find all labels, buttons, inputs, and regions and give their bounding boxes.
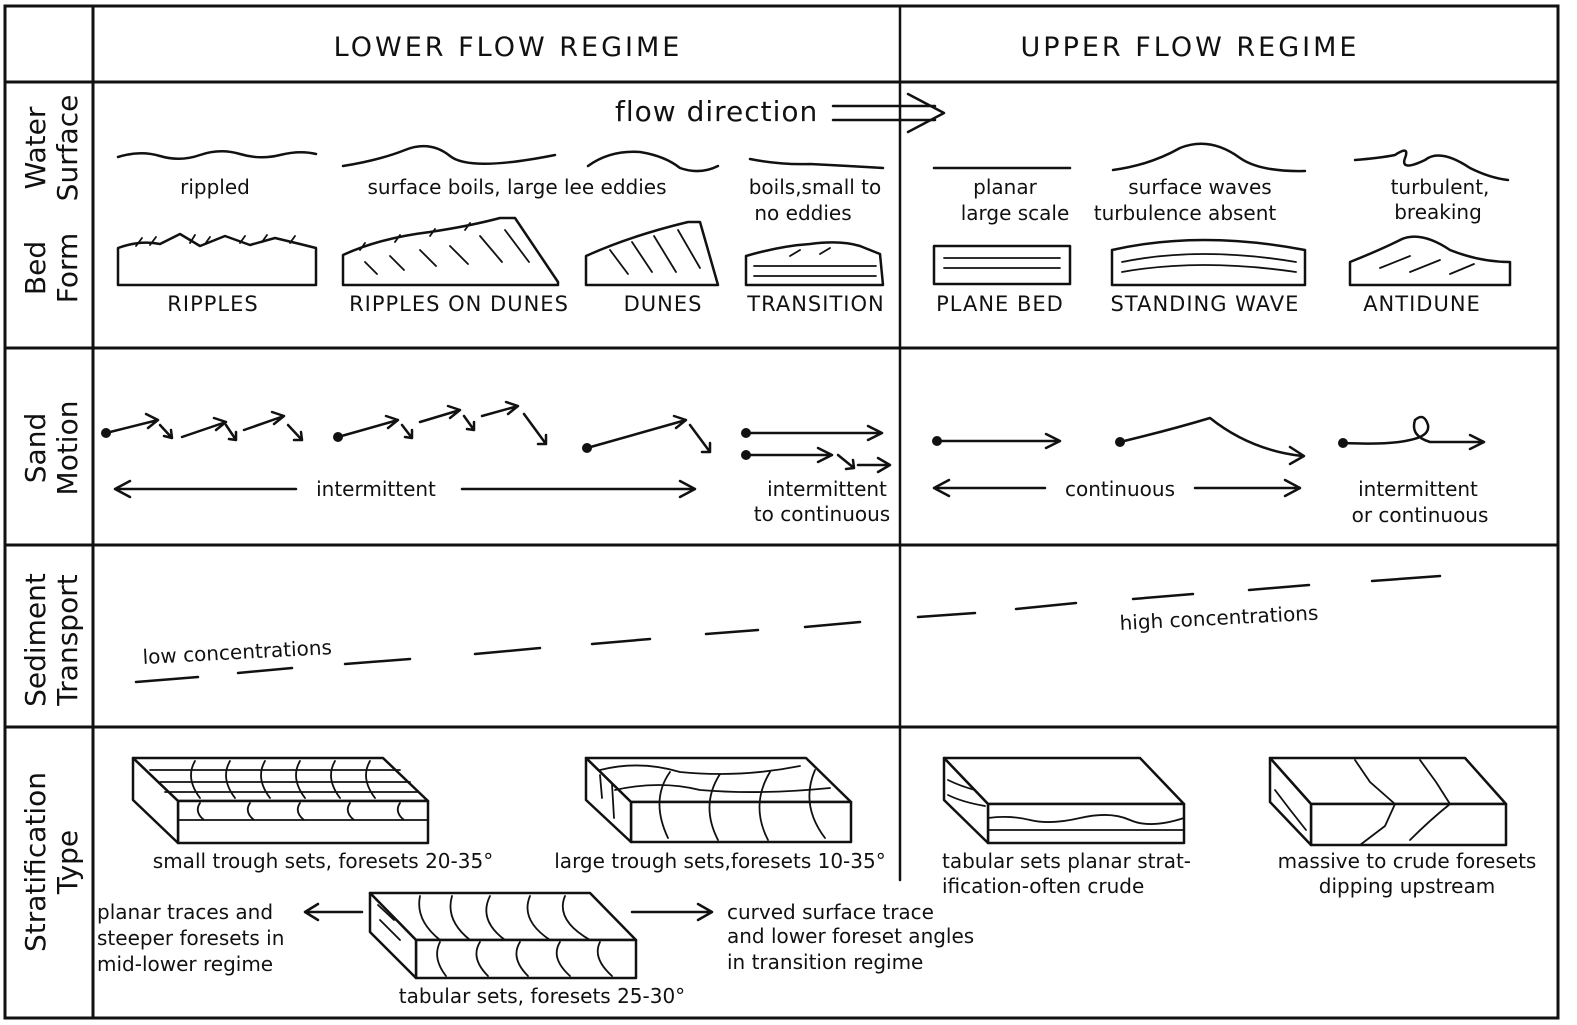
- svg-text:rippled: rippled: [180, 175, 250, 199]
- sand-motion-ranges: [113, 478, 1302, 499]
- svg-text:surface boils, large lee eddie: surface boils, large lee eddies: [368, 175, 667, 199]
- svg-text:intermittent: intermittent: [767, 477, 887, 501]
- sediment-transport-labels: low concentrations high concentrations: [142, 601, 1319, 669]
- block-tabular-planar-sets: [942, 756, 1186, 845]
- svg-text:small trough sets, foresets 20: small trough sets, foresets 20-35°: [153, 849, 493, 873]
- svg-text:PLANE BED: PLANE BED: [936, 292, 1064, 316]
- water-surface-profiles: [116, 142, 1510, 182]
- svg-text:Sand: Sand: [19, 413, 52, 483]
- svg-text:DUNES: DUNES: [624, 292, 703, 316]
- svg-text:in transition regime: in transition regime: [727, 950, 923, 974]
- svg-text:intermittent: intermittent: [316, 477, 436, 501]
- sand-motion-labels: intermittent intermittent to continuous …: [316, 477, 1488, 527]
- svg-text:high concentrations: high concentrations: [1119, 601, 1319, 635]
- upper-flow-regime-header: UPPER FLOW REGIME: [1021, 32, 1360, 63]
- svg-text:boils,small to: boils,small to: [749, 175, 882, 199]
- block-massive-crude-foresets: [1268, 756, 1508, 847]
- svg-text:tabular sets planar strat-: tabular sets planar strat-: [942, 849, 1191, 873]
- svg-text:turbulent,: turbulent,: [1391, 175, 1490, 199]
- lower-flow-regime-header: LOWER FLOW REGIME: [334, 32, 683, 63]
- bed-form-plane-bed-shape: [932, 244, 1072, 286]
- svg-text:RIPPLES ON DUNES: RIPPLES ON DUNES: [349, 292, 569, 316]
- stratification-arrows: [303, 902, 714, 922]
- bed-form-standing-wave-shape: [1110, 238, 1307, 287]
- svg-text:STANDING WAVE: STANDING WAVE: [1111, 292, 1300, 316]
- svg-text:mid-lower regime: mid-lower regime: [97, 952, 273, 976]
- svg-text:Motion: Motion: [51, 401, 84, 496]
- row-label-water-surface: Water Surface: [19, 95, 84, 202]
- bed-form-labels: RIPPLES RIPPLES ON DUNES DUNES TRANSITIO…: [167, 292, 1481, 316]
- svg-text:TRANSITION: TRANSITION: [746, 292, 884, 316]
- svg-text:to continuous: to continuous: [754, 502, 890, 526]
- svg-text:Type: Type: [51, 830, 84, 895]
- svg-text:continuous: continuous: [1065, 477, 1175, 501]
- svg-text:planar: planar: [973, 175, 1037, 199]
- block-tabular-sets-25-30: [368, 891, 638, 980]
- table-grid: [3, 4, 1560, 1020]
- svg-text:intermittent: intermittent: [1358, 477, 1478, 501]
- svg-text:Bed: Bed: [19, 241, 52, 295]
- svg-text:steeper foresets in: steeper foresets in: [97, 926, 284, 950]
- row-label-sediment-transport: Sediment Transport: [19, 573, 84, 707]
- svg-text:large trough sets,foresets 10-: large trough sets,foresets 10-35°: [554, 849, 885, 873]
- sand-motion-paths: [101, 400, 1486, 474]
- svg-text:Sediment: Sediment: [19, 573, 52, 707]
- svg-text:ification-often crude: ification-often crude: [942, 874, 1144, 898]
- svg-text:turbulence absent: turbulence absent: [1094, 201, 1277, 225]
- svg-text:massive to crude foresets: massive to crude foresets: [1278, 849, 1537, 873]
- sediment-concentration-dashes: [134, 574, 1442, 684]
- row-label-stratification-type: Stratification Type: [19, 772, 84, 952]
- block-small-trough-sets: [131, 756, 430, 845]
- bed-form-antidune-shape: [1348, 235, 1512, 287]
- water-surface-labels: rippled surface boils, large lee eddies …: [180, 175, 1489, 225]
- svg-text:Water: Water: [19, 106, 52, 189]
- svg-text:Form: Form: [51, 233, 84, 304]
- svg-text:Surface: Surface: [51, 95, 84, 202]
- bed-form-ripples-shape: [116, 232, 318, 287]
- svg-text:and lower foreset angles: and lower foreset angles: [727, 924, 974, 948]
- svg-text:dipping upstream: dipping upstream: [1319, 874, 1495, 898]
- svg-text:tabular sets, foresets 25-30°: tabular sets, foresets 25-30°: [399, 984, 685, 1008]
- svg-text:low concentrations: low concentrations: [142, 635, 332, 669]
- stratification-labels: small trough sets, foresets 20-35° large…: [97, 849, 1536, 1008]
- row-label-sand-motion: Sand Motion: [19, 401, 84, 496]
- svg-text:or continuous: or continuous: [1352, 503, 1489, 527]
- svg-text:planar traces and: planar traces and: [97, 900, 273, 924]
- bed-form-transition-shape: [744, 241, 885, 287]
- bed-form-dunes-shape: [584, 220, 720, 287]
- svg-text:no eddies: no eddies: [754, 201, 851, 225]
- svg-text:curved surface trace: curved surface trace: [727, 900, 934, 924]
- svg-text:RIPPLES: RIPPLES: [167, 292, 258, 316]
- row-label-bed-form: Bed Form: [19, 233, 84, 304]
- svg-text:ANTIDUNE: ANTIDUNE: [1363, 292, 1481, 316]
- bed-form-ripples-on-dunes-shape: [341, 216, 560, 287]
- svg-text:surface waves: surface waves: [1128, 175, 1271, 199]
- svg-text:flow direction: flow direction: [615, 95, 818, 128]
- flow-direction-indicator: flow direction: [615, 92, 946, 134]
- svg-text:Transport: Transport: [51, 574, 84, 706]
- svg-text:Stratification: Stratification: [19, 772, 52, 952]
- block-large-trough-sets: [584, 756, 853, 844]
- svg-text:large scale: large scale: [961, 201, 1070, 225]
- svg-text:breaking: breaking: [1394, 200, 1482, 224]
